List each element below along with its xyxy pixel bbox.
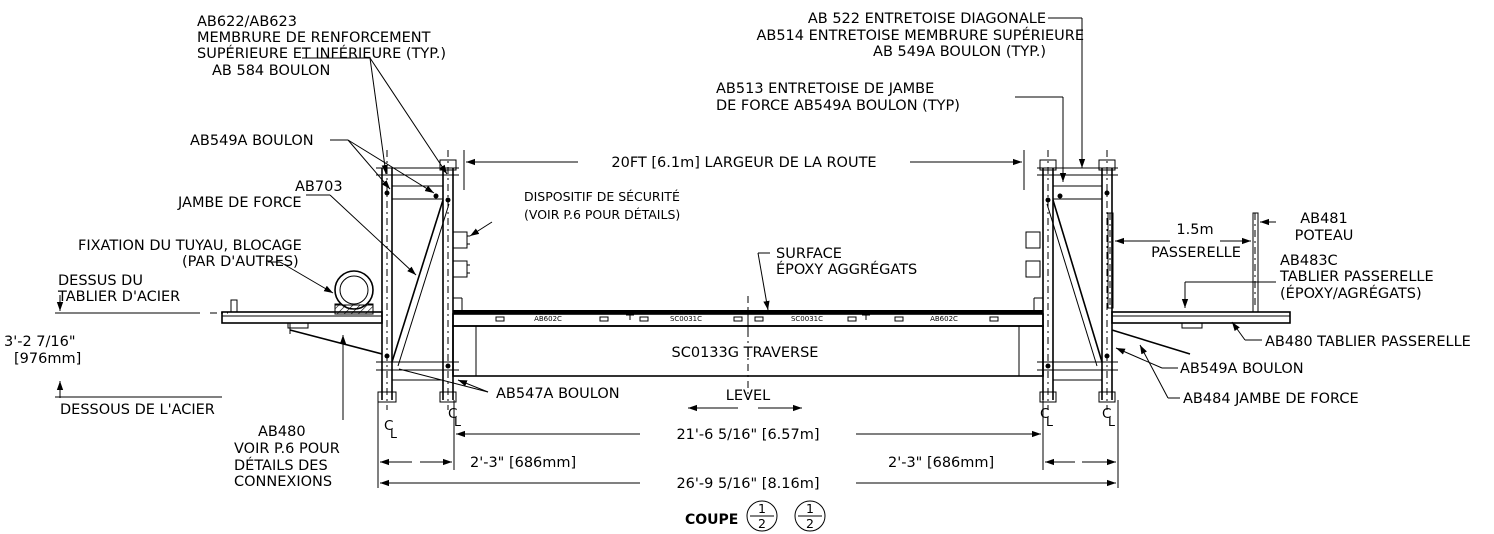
deck-mark: SC0031C bbox=[791, 315, 823, 323]
svg-text:L: L bbox=[454, 414, 461, 429]
label-ab480-2: VOIR P.6 POUR bbox=[234, 441, 340, 457]
section-bubble: 1 2 bbox=[746, 500, 778, 532]
svg-text:2: 2 bbox=[758, 516, 766, 531]
label-ab481-1: AB481 bbox=[1300, 211, 1348, 227]
deck-mark: AB602C bbox=[930, 315, 958, 323]
svg-text:1: 1 bbox=[806, 501, 814, 516]
structure: AB602C SC0031C SC0031C AB602C bbox=[221, 159, 1291, 403]
label-bottom-steel: DESSOUS DE L'ACIER bbox=[60, 402, 215, 418]
centerline-symbols: C L C L C L C L bbox=[384, 406, 1115, 441]
label-pipe-2: (PAR D'AUTRES) bbox=[182, 254, 299, 270]
label-ab480-1: AB480 bbox=[258, 424, 306, 440]
label-top-steel-1: DESSUS DU bbox=[58, 273, 143, 289]
pipe-fixture bbox=[334, 270, 374, 313]
leader-lines bbox=[268, 17, 1276, 420]
centerline-symbol: C bbox=[384, 418, 393, 434]
label-ab622-2: MEMBRURE DE RENFORCEMENT bbox=[197, 30, 431, 46]
label-top-steel-2: TABLIER D'ACIER bbox=[57, 289, 180, 305]
label-ab483c-2: TABLIER PASSERELLE bbox=[1279, 269, 1434, 285]
right-truss bbox=[1025, 159, 1118, 403]
section-title-text: COUPE bbox=[685, 512, 738, 528]
label-ab483c-3: (ÉPOXY/AGRÉGATS) bbox=[1280, 285, 1422, 302]
deck-clips bbox=[495, 312, 999, 322]
svg-text:L: L bbox=[1108, 414, 1115, 429]
label-ab622-1: AB622/AB623 bbox=[197, 14, 297, 30]
centerline-symbol: C bbox=[1102, 406, 1111, 422]
label-ab522-2: AB514 ENTRETOISE MEMBRURE SUPÉRIEURE bbox=[756, 27, 1084, 44]
section-bubble: 1 2 bbox=[794, 500, 826, 532]
label-ab480-4: CONNEXIONS bbox=[234, 474, 332, 490]
svg-text:1: 1 bbox=[758, 501, 766, 516]
label-safety-2: (VOIR P.6 POUR DÉTAILS) bbox=[524, 207, 680, 222]
label-surface-1: SURFACE bbox=[776, 246, 842, 262]
label-ab622-3: SUPÉRIEURE ET INFÉRIEURE (TYP.) bbox=[197, 45, 446, 62]
label-safety-1: DISPOSITIF DE SÉCURITÉ bbox=[524, 189, 680, 204]
label-crossbeam: SC0133G TRAVERSE bbox=[672, 345, 819, 361]
label-dim-overall: 26'-9 5/16" [8.16m] bbox=[676, 476, 819, 492]
label-ab622-4: AB 584 BOULON bbox=[212, 63, 330, 79]
label-ab549a-left: AB549A BOULON bbox=[190, 133, 314, 149]
label-ab480-right: AB480 TABLIER PASSERELLE bbox=[1265, 334, 1471, 350]
label-ab483c-1: AB483C bbox=[1280, 253, 1338, 269]
label-dim-inner: 21'-6 5/16" [6.57m] bbox=[676, 427, 819, 443]
label-ab549a-right: AB549A BOULON bbox=[1180, 361, 1304, 377]
deck-mark: AB602C bbox=[534, 315, 562, 323]
label-height-1: 3'-2 7/16" bbox=[4, 334, 76, 350]
label-level: LEVEL bbox=[726, 388, 770, 404]
center-lines bbox=[386, 150, 1108, 410]
label-ab703-1: AB703 bbox=[295, 179, 343, 195]
svg-text:L: L bbox=[1046, 414, 1053, 429]
centerline-symbol: C bbox=[1040, 406, 1049, 422]
label-ab481-2: POTEAU bbox=[1295, 228, 1354, 244]
left-truss bbox=[376, 159, 459, 403]
label-ab703-2: JAMBE DE FORCE bbox=[177, 195, 302, 211]
label-pipe-1: FIXATION DU TUYAU, BLOCAGE bbox=[78, 238, 302, 254]
label-height-2: [976mm] bbox=[14, 351, 81, 367]
label-road-width: 20FT [6.1m] LARGEUR DE LA ROUTE bbox=[611, 155, 876, 171]
label-surface-2: ÉPOXY AGGRÉGATS bbox=[776, 261, 917, 278]
label-walkway-width: 1.5m bbox=[1176, 222, 1213, 238]
label-ab513-2: DE FORCE AB549A BOULON (TYP) bbox=[716, 98, 960, 114]
label-dim-right: 2'-3" [686mm] bbox=[888, 455, 994, 471]
label-dim-left: 2'-3" [686mm] bbox=[470, 455, 576, 471]
label-ab484: AB484 JAMBE DE FORCE bbox=[1183, 391, 1359, 407]
left-safety-device bbox=[452, 231, 470, 278]
label-ab513-1: AB513 ENTRETOISE DE JAMBE bbox=[716, 81, 934, 97]
svg-text:2: 2 bbox=[806, 516, 814, 531]
svg-text:L: L bbox=[390, 426, 397, 441]
label-walkway: PASSERELLE bbox=[1151, 245, 1241, 261]
labels: AB622/AB623 MEMBRURE DE RENFORCEMENT SUP… bbox=[4, 11, 1471, 492]
centerline-symbol: C bbox=[448, 406, 457, 422]
label-ab522-3: AB 549A BOULON (TYP.) bbox=[873, 44, 1046, 60]
label-ab480-3: DÉTAILS DES bbox=[234, 457, 328, 474]
label-ab522-1: AB 522 ENTRETOISE DIAGONALE bbox=[808, 11, 1046, 27]
label-ab547a: AB547A BOULON bbox=[496, 386, 620, 402]
dimensions bbox=[55, 150, 1251, 488]
deck-mark: SC0031C bbox=[670, 315, 702, 323]
right-walkway bbox=[1107, 212, 1291, 355]
section-title: COUPE 1 2 1 2 bbox=[685, 500, 826, 532]
